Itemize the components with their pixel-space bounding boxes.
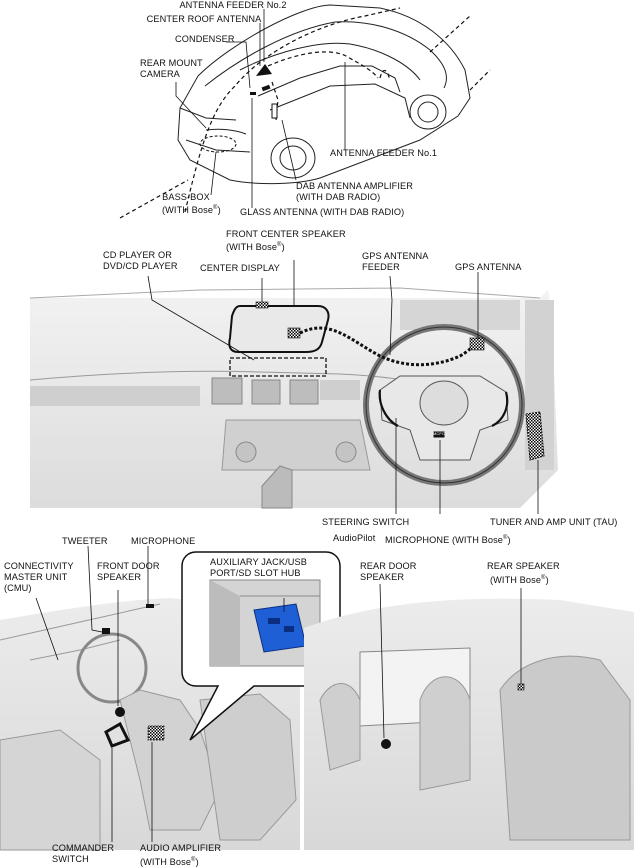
registered-mark: ® xyxy=(277,242,282,248)
label-bass-box-note: (WITH Bose®) xyxy=(162,203,221,216)
front-center-speaker-note-text: (WITH Bose xyxy=(226,242,278,253)
label-front-door-speaker: FRONT DOOR SPEAKER xyxy=(97,561,160,582)
exterior-leaders xyxy=(175,9,346,208)
label-center-display: CENTER DISPLAY xyxy=(200,263,280,273)
ap-tag: MCFO xyxy=(433,431,446,436)
close-paren: ) xyxy=(545,575,549,586)
cabin-front-leaders xyxy=(35,545,285,842)
antenna-feeder-routes xyxy=(119,7,491,219)
dashboard-illustration xyxy=(29,287,558,509)
label-front-center-speaker-note: (WITH Bose®) xyxy=(226,240,285,253)
dashboard-components xyxy=(229,326,545,461)
label-audio-amplifier: AUDIO AMPLIFIER xyxy=(140,843,222,853)
cabin-rear-illustration xyxy=(304,598,634,850)
registered-mark: ® xyxy=(213,205,218,211)
label-audiopilot-microphone: MICROPHONE (WITH Bose®) xyxy=(385,533,511,546)
bass-box-note-text: (WITH Bose xyxy=(162,205,214,216)
rear-speaker-note-text: (WITH Bose xyxy=(490,575,542,586)
registered-mark: ® xyxy=(541,575,546,581)
close-paren: ) xyxy=(217,205,221,216)
close-paren: ) xyxy=(281,242,285,253)
label-glass-antenna: GLASS ANTENNA (WITH DAB RADIO) xyxy=(240,207,405,217)
close-paren: ) xyxy=(195,857,199,868)
label-microphone: MICROPHONE xyxy=(131,536,196,546)
label-condenser: CONDENSER xyxy=(175,34,235,44)
cabin-front-illustration xyxy=(0,598,300,851)
exterior-car-illustration xyxy=(177,4,471,185)
label-cd-player: CD PLAYER OR DVD/CD PLAYER xyxy=(103,250,178,271)
label-antenna-feeder-1: ANTENNA FEEDER No.1 xyxy=(330,148,438,158)
label-tuner-amp-unit: TUNER AND AMP UNIT (TAU) xyxy=(490,517,618,527)
label-front-center-speaker: FRONT CENTER SPEAKER xyxy=(226,229,346,239)
label-tweeter: TWEETER xyxy=(62,536,108,546)
label-rear-door-speaker: REAR DOOR SPEAKER xyxy=(360,561,417,582)
label-gps-antenna-feeder: GPS ANTENNA FEEDER xyxy=(362,251,429,272)
exterior-components xyxy=(199,64,278,153)
registered-mark: ® xyxy=(502,535,508,541)
audiopilot-mic-text: MICROPHONE (WITH Bose xyxy=(385,535,503,546)
label-rear-speaker-note: (WITH Bose®) xyxy=(490,573,549,586)
label-cmu: CONNECTIVITY MASTER UNIT (CMU) xyxy=(4,561,74,593)
label-gps-antenna: GPS ANTENNA xyxy=(455,262,522,272)
dashboard-leaders xyxy=(147,260,539,514)
center-display xyxy=(228,301,330,353)
audio-amplifier-note-text: (WITH Bose xyxy=(140,857,192,868)
label-bass-box: BASS-BOX xyxy=(162,192,210,202)
label-aux-hub: AUXILIARY JACK/USB PORT/SD SLOT HUB xyxy=(210,557,307,578)
label-dab-antenna-amplifier: DAB ANTENNA AMPLIFIER (WITH DAB RADIO) xyxy=(296,181,413,202)
cabin-rear-leaders xyxy=(379,583,522,739)
label-commander-switch: COMMANDER SWITCH xyxy=(52,843,115,864)
close-paren: ) xyxy=(507,535,511,546)
label-rear-mount-camera: REAR MOUNT CAMERA xyxy=(140,58,203,79)
label-audiopilot: AudioPilot xyxy=(333,533,376,543)
label-rear-speaker: REAR SPEAKER xyxy=(487,561,560,571)
label-antenna-feeder-2: ANTENNA FEEDER No.2 xyxy=(179,0,287,10)
label-audio-amplifier-note: (WITH Bose®) xyxy=(140,855,199,868)
aux-hub-callout xyxy=(181,551,341,741)
label-steering-switch: STEERING SWITCH xyxy=(322,517,410,527)
label-center-roof-antenna: CENTER ROOF ANTENNA xyxy=(146,14,262,24)
registered-mark: ® xyxy=(191,857,196,863)
